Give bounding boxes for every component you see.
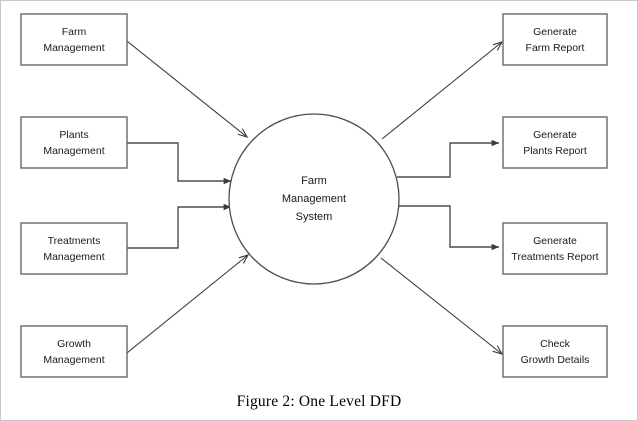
- entity-generate-farm-report[interactable]: Generate Farm Report: [502, 13, 608, 66]
- process-circle: [228, 113, 400, 285]
- entity-label-line1: Generate: [533, 235, 577, 247]
- entity-box: [502, 325, 608, 378]
- flow-generate-plants-report-out: [397, 139, 500, 178]
- entity-label-line1: Plants: [59, 129, 88, 141]
- entity-label-line2: Farm Report: [526, 42, 585, 54]
- entity-growth-management[interactable]: Growth Management: [20, 325, 128, 378]
- figure-caption: Figure 2: One Level DFD: [236, 393, 402, 410]
- entity-label-line2: Plants Report: [523, 145, 587, 157]
- flow-check-growth-details-out: [380, 257, 502, 354]
- entity-generate-plants-report[interactable]: Generate Plants Report: [502, 116, 608, 169]
- entity-box: [502, 116, 608, 169]
- flow-treatments-management-in: [127, 203, 232, 249]
- entity-label-line2: Management: [43, 251, 104, 263]
- entity-box: [20, 325, 128, 378]
- entity-label-line1: Check: [540, 338, 571, 350]
- entity-box: [502, 222, 608, 275]
- entity-box: [20, 116, 128, 169]
- entity-check-growth-details[interactable]: Check Growth Details: [502, 325, 608, 378]
- entity-label-line2: Management: [43, 42, 104, 54]
- entity-label-line1: Generate: [533, 26, 577, 38]
- entity-label-line1: Growth: [57, 338, 91, 350]
- entity-label-line1: Farm: [62, 26, 87, 38]
- entity-plants-management[interactable]: Plants Management: [20, 116, 128, 169]
- entity-farm-management[interactable]: Farm Management: [20, 13, 128, 66]
- entity-label-line1: Generate: [533, 129, 577, 141]
- entity-treatments-management[interactable]: Treatments Management: [20, 222, 128, 275]
- entity-label-line2: Management: [43, 145, 104, 157]
- entity-box: [20, 13, 128, 66]
- flow-plants-management-in: [127, 142, 232, 185]
- process-label-line3: System: [296, 211, 333, 223]
- flow-generate-treatments-report-out: [397, 205, 500, 251]
- process-farm-management-system[interactable]: Farm Management System: [228, 113, 400, 285]
- flow-generate-farm-report-out: [381, 42, 502, 140]
- entity-box: [502, 13, 608, 66]
- entity-generate-treatments-report[interactable]: Generate Treatments Report: [502, 222, 608, 275]
- flow-growth-management-in: [126, 255, 248, 354]
- entity-label-line2: Growth Details: [521, 354, 590, 366]
- flow-farm-management-in: [126, 40, 247, 137]
- process-label-line2: Management: [282, 193, 346, 205]
- entity-label-line1: Treatments: [48, 235, 101, 247]
- process-label-line1: Farm: [301, 175, 327, 187]
- entity-label-line2: Treatments Report: [511, 251, 598, 263]
- entity-box: [20, 222, 128, 275]
- entity-label-line2: Management: [43, 354, 104, 366]
